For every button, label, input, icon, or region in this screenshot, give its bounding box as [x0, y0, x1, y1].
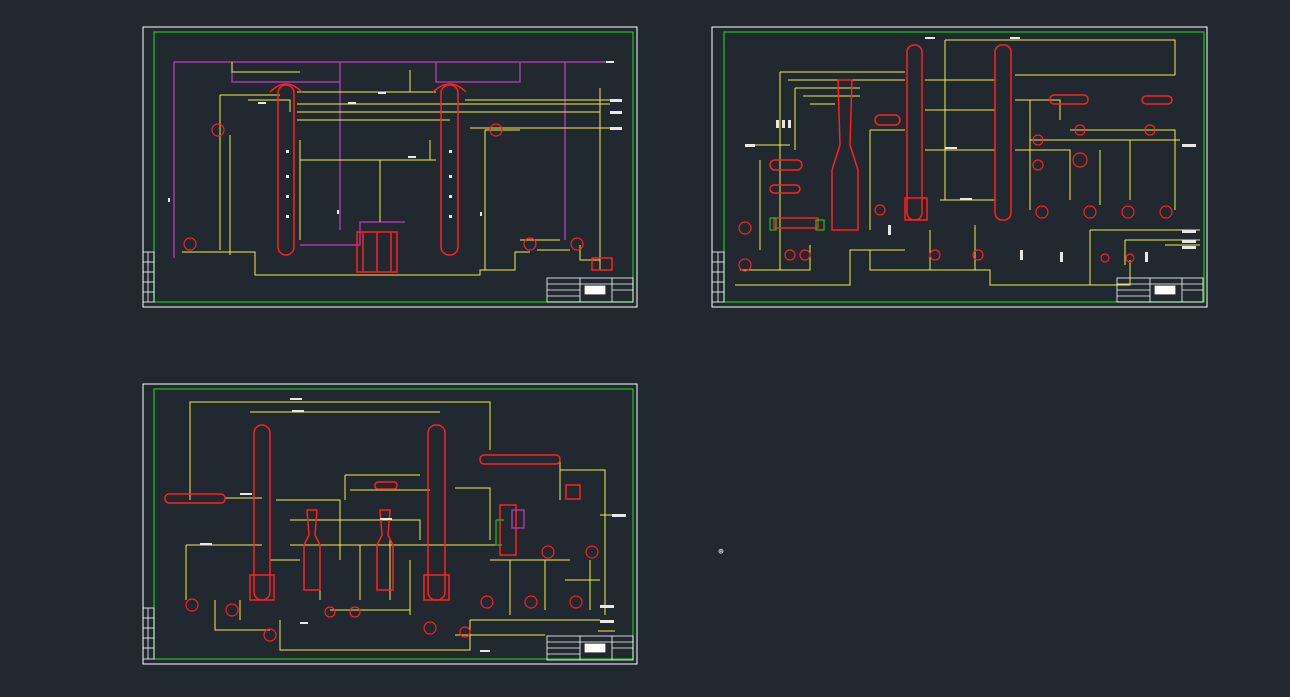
- accent-green: [495, 519, 504, 546]
- yellow-pipes: [735, 39, 1200, 286]
- accent-magenta: [511, 509, 525, 529]
- distillation-columns: [164, 424, 581, 601]
- drawing-frame: [153, 388, 634, 660]
- drawing-frame: [153, 31, 634, 303]
- sheet-top-right[interactable]: [711, 26, 1208, 308]
- accent-green: [769, 217, 825, 231]
- sheet-top-left[interactable]: [142, 26, 638, 308]
- origin-marker: ⊕: [718, 547, 723, 557]
- margin-strip: [142, 251, 155, 303]
- drawing-frame: [723, 31, 1205, 303]
- title-block: [546, 277, 634, 303]
- margin-strip: [142, 607, 155, 660]
- pumps: [185, 545, 599, 642]
- yellow-pipes: [182, 62, 610, 276]
- instrument-tags: [168, 61, 622, 218]
- instrument-tags: [745, 37, 1196, 262]
- title-block: [1116, 277, 1204, 303]
- margin-strip: [711, 251, 725, 303]
- distillation-columns: [269, 83, 613, 273]
- sheet-bottom-left[interactable]: [142, 383, 638, 665]
- sheet-border: [711, 26, 1208, 308]
- instrument-tags: [200, 398, 626, 652]
- title-block: [546, 635, 634, 661]
- yellow-pipes: [185, 401, 625, 651]
- pumps: [738, 124, 1173, 272]
- distillation-columns: [769, 44, 1173, 231]
- sheet-border: [142, 26, 638, 308]
- sheet-border: [142, 383, 638, 665]
- pumps: [183, 123, 584, 251]
